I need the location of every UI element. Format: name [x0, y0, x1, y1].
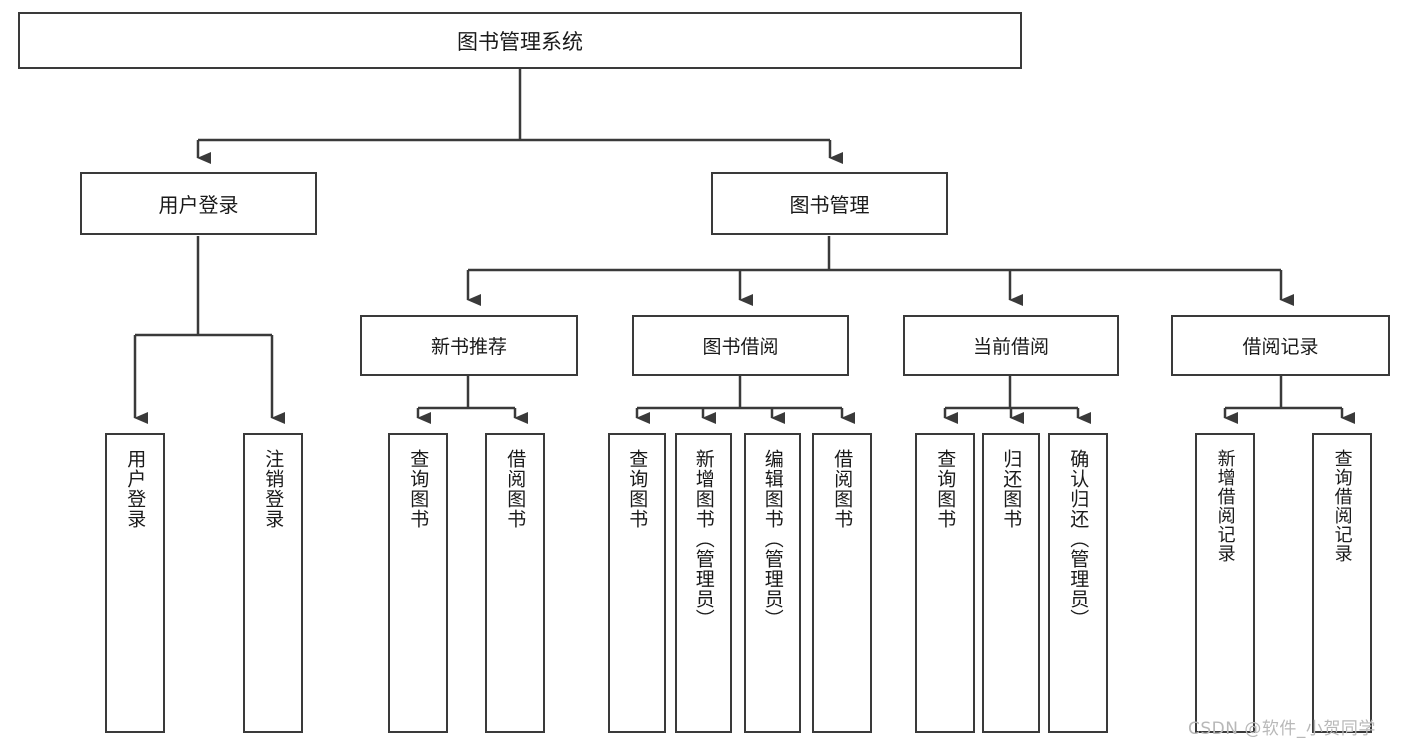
csdn-watermark: CSDN @软件_小贺同学 — [1188, 719, 1376, 739]
leaf-borrow-book-newbook[interactable]: 借阅图书 — [485, 433, 545, 733]
node-borrow-record[interactable]: 借阅记录 — [1171, 315, 1390, 376]
leaf-label: 新增图书（管理员） — [692, 449, 715, 629]
node-label: 图书管理 — [789, 193, 870, 217]
leaf-borrow-book-borrow[interactable]: 借阅图书 — [812, 433, 872, 733]
leaf-label: 编辑图书（管理员） — [761, 449, 784, 629]
leaf-query-borrow-record[interactable]: 查询借阅记录 — [1312, 433, 1372, 733]
leaf-confirm-return-admin[interactable]: 确认归还（管理员） — [1048, 433, 1108, 733]
node-label: 图书管理系统 — [457, 29, 583, 54]
leaf-label: 注销登录 — [262, 449, 285, 529]
node-new-book-recommend[interactable]: 新书推荐 — [360, 315, 578, 376]
node-label: 用户登录 — [158, 193, 239, 217]
leaf-query-book-current[interactable]: 查询图书 — [915, 433, 975, 733]
leaf-label: 归还图书 — [1000, 449, 1023, 529]
leaf-add-borrow-record[interactable]: 新增借阅记录 — [1195, 433, 1255, 733]
leaf-label: 查询借阅记录 — [1331, 449, 1353, 563]
node-label: 借阅记录 — [1242, 336, 1319, 358]
leaf-label: 新增借阅记录 — [1214, 449, 1236, 563]
leaf-label: 借阅图书 — [831, 449, 854, 529]
leaf-label: 查询图书 — [626, 449, 649, 529]
leaf-label: 查询图书 — [934, 449, 957, 529]
leaf-query-book-newbook[interactable]: 查询图书 — [388, 433, 448, 733]
leaf-query-book-borrow[interactable]: 查询图书 — [608, 433, 666, 733]
leaf-label: 借阅图书 — [504, 449, 527, 529]
leaf-add-book-admin[interactable]: 新增图书（管理员） — [675, 433, 732, 733]
node-user-login[interactable]: 用户登录 — [80, 172, 317, 235]
leaf-edit-book-admin[interactable]: 编辑图书（管理员） — [744, 433, 801, 733]
leaf-label: 查询图书 — [407, 449, 430, 529]
leaf-label: 确认归还（管理员） — [1067, 449, 1090, 629]
leaf-label: 用户登录 — [124, 449, 147, 529]
node-book-borrow[interactable]: 图书借阅 — [632, 315, 849, 376]
leaf-logout-login[interactable]: 注销登录 — [243, 433, 303, 733]
node-book-management[interactable]: 图书管理 — [711, 172, 948, 235]
node-root-system[interactable]: 图书管理系统 — [18, 12, 1022, 69]
node-label: 新书推荐 — [430, 336, 507, 358]
node-label: 当前借阅 — [972, 336, 1049, 358]
leaf-user-login[interactable]: 用户登录 — [105, 433, 165, 733]
node-current-borrow[interactable]: 当前借阅 — [903, 315, 1119, 376]
leaf-return-book[interactable]: 归还图书 — [982, 433, 1040, 733]
node-label: 图书借阅 — [702, 336, 779, 358]
